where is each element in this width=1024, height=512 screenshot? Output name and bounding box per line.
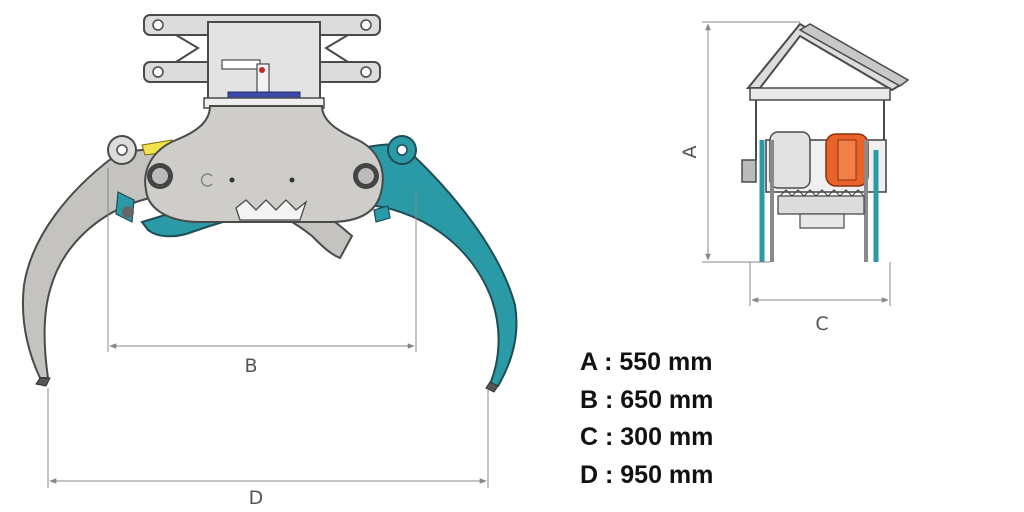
spec-d: D : 950 mm (580, 460, 714, 489)
dimension-label-c: C (815, 313, 828, 335)
dimension-label-a: A (679, 146, 701, 159)
bolt-right (353, 163, 379, 189)
dimension-spec-list: A : 550 mm B : 650 mm C : 300 mm D : 950… (580, 344, 713, 494)
bolt-left (147, 163, 173, 189)
spec-a: A : 550 mm (580, 348, 713, 376)
spec-b: B : 650 mm (580, 385, 714, 414)
dimension-label-d: D (249, 487, 264, 509)
grapple-side-view (741, 22, 910, 262)
grapple-front-view (21, 14, 518, 393)
mount-bracket (143, 14, 381, 109)
dimension-label-b: B (244, 355, 257, 377)
rotator-housing (144, 105, 384, 223)
dimension-lines (47, 21, 891, 488)
spec-c: C : 300 mm (580, 423, 714, 451)
